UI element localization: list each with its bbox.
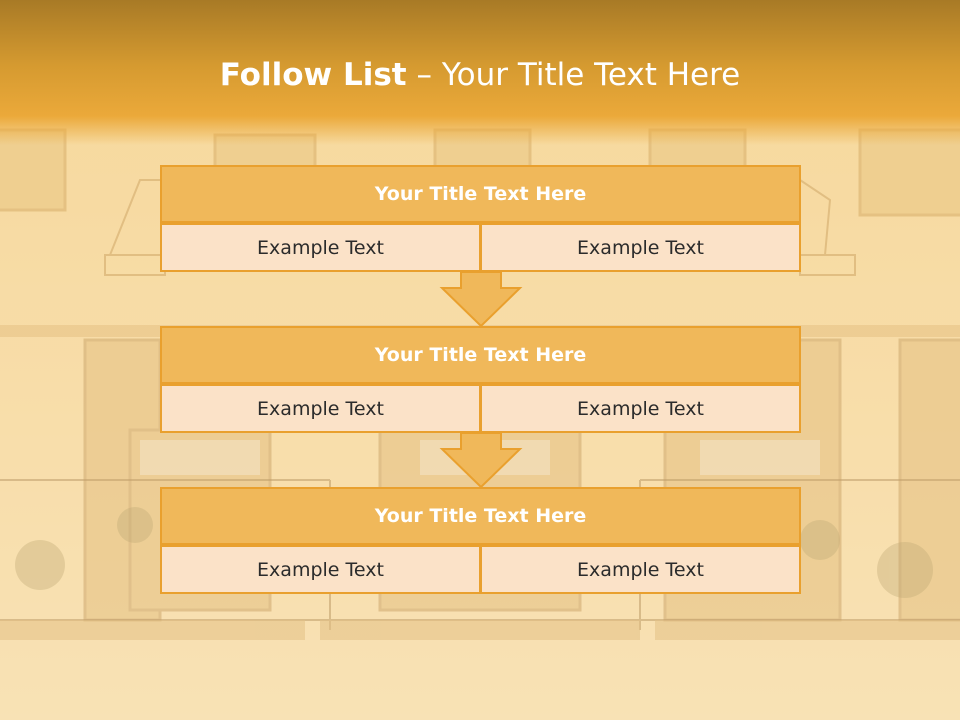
step-left-text: Example Text [160, 223, 481, 272]
step-right-text: Example Text [480, 223, 801, 272]
step-title: Your Title Text Here [160, 326, 801, 384]
step-left-text: Example Text [160, 384, 481, 433]
step-right-text: Example Text [480, 384, 801, 433]
slide-title-rest: – Your Title Text Here [406, 57, 741, 93]
step-right-text: Example Text [480, 545, 801, 594]
down-arrow-icon [439, 432, 523, 489]
down-arrow-icon [439, 271, 523, 328]
step-left-text: Example Text [160, 545, 481, 594]
step-title: Your Title Text Here [160, 165, 801, 223]
step-title: Your Title Text Here [160, 487, 801, 545]
title-bar [0, 0, 960, 145]
slide-title: Follow List – Your Title Text Here [0, 52, 960, 98]
slide-title-bold: Follow List [219, 57, 407, 93]
